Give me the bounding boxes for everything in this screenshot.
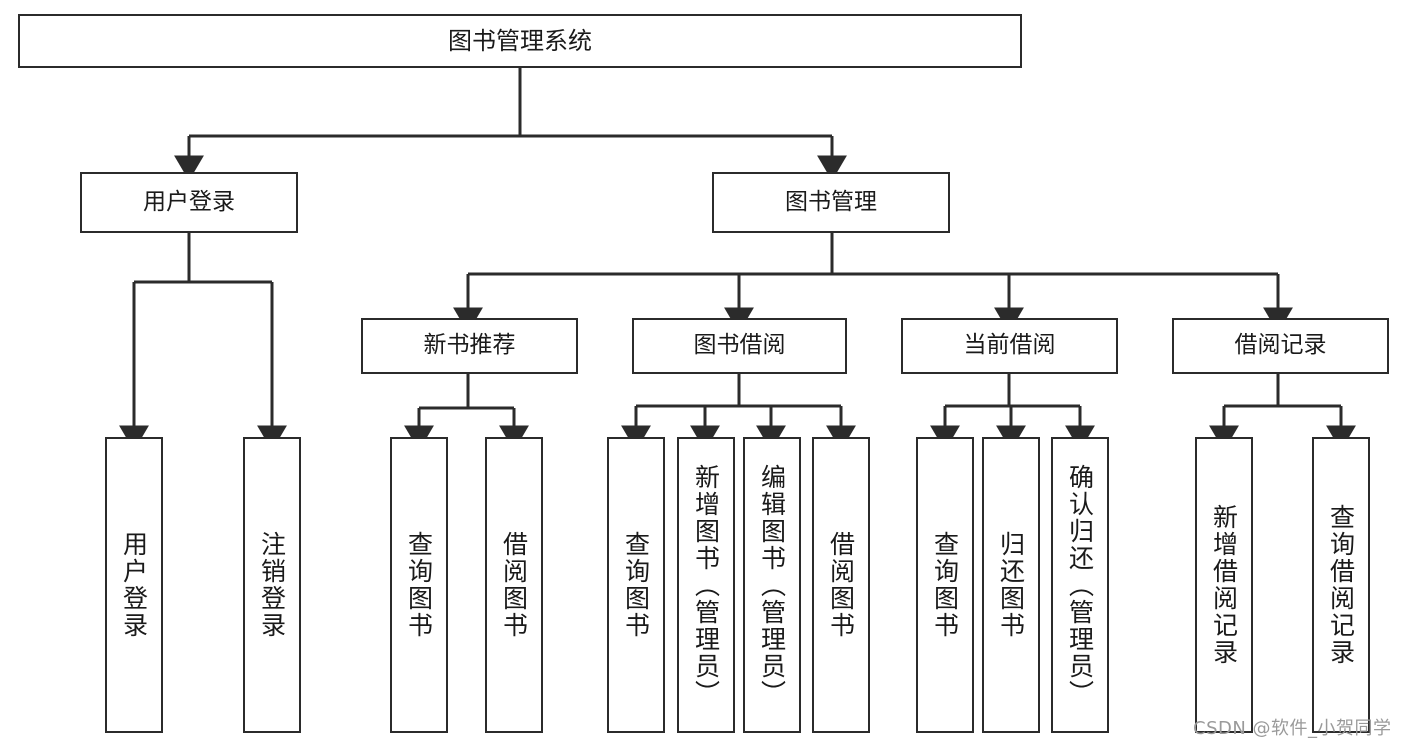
node-book-borrow[interactable]: 图书借阅	[632, 318, 847, 374]
node-current-borrow-label: 当前借阅	[963, 332, 1056, 359]
leaf-edit-book[interactable]: 编辑图书（管理员）	[743, 437, 801, 733]
leaf-query-book-3[interactable]: 查询图书	[916, 437, 974, 733]
leaf-query-book-1-label: 查询图书	[404, 531, 434, 639]
watermark: CSDN @软件_小贺同学	[1193, 718, 1392, 739]
leaf-query-book-2[interactable]: 查询图书	[607, 437, 665, 733]
node-root-label: 图书管理系统	[448, 26, 592, 55]
leaf-return-book-label: 归还图书	[996, 531, 1026, 639]
node-borrow-record-label: 借阅记录	[1234, 332, 1327, 359]
leaf-confirm-return-label: 确认归还（管理员）	[1065, 463, 1095, 707]
node-new-book-recommend-label: 新书推荐	[423, 332, 516, 359]
node-book-borrow-label: 图书借阅	[693, 332, 786, 359]
leaf-query-record[interactable]: 查询借阅记录	[1312, 437, 1370, 733]
leaf-borrow-book-1[interactable]: 借阅图书	[485, 437, 543, 733]
leaf-query-record-label: 查询借阅记录	[1326, 504, 1356, 666]
leaf-query-book-1[interactable]: 查询图书	[390, 437, 448, 733]
leaf-query-book-3-label: 查询图书	[930, 531, 960, 639]
leaf-edit-book-label: 编辑图书（管理员）	[757, 463, 787, 707]
node-book-management[interactable]: 图书管理	[712, 172, 950, 233]
node-user-login[interactable]: 用户登录	[80, 172, 298, 233]
node-user-login-label: 用户登录	[143, 188, 235, 215]
leaf-borrow-book-1-label: 借阅图书	[499, 531, 529, 639]
node-new-book-recommend[interactable]: 新书推荐	[361, 318, 578, 374]
leaf-add-book[interactable]: 新增图书（管理员）	[677, 437, 735, 733]
leaf-return-book[interactable]: 归还图书	[982, 437, 1040, 733]
node-book-management-label: 图书管理	[785, 188, 877, 215]
leaf-borrow-book-2-label: 借阅图书	[826, 531, 856, 639]
leaf-add-record-label: 新增借阅记录	[1209, 504, 1239, 666]
node-borrow-record[interactable]: 借阅记录	[1172, 318, 1389, 374]
node-current-borrow[interactable]: 当前借阅	[901, 318, 1118, 374]
leaf-borrow-book-2[interactable]: 借阅图书	[812, 437, 870, 733]
leaf-query-book-2-label: 查询图书	[621, 531, 651, 639]
leaf-add-book-label: 新增图书（管理员）	[691, 463, 721, 707]
leaf-user-login[interactable]: 用户登录	[105, 437, 163, 733]
leaf-user-login-label: 用户登录	[119, 531, 149, 639]
node-root[interactable]: 图书管理系统	[18, 14, 1022, 68]
leaf-logout-login[interactable]: 注销登录	[243, 437, 301, 733]
leaf-add-record[interactable]: 新增借阅记录	[1195, 437, 1253, 733]
leaf-logout-login-label: 注销登录	[257, 531, 287, 639]
leaf-confirm-return[interactable]: 确认归还（管理员）	[1051, 437, 1109, 733]
